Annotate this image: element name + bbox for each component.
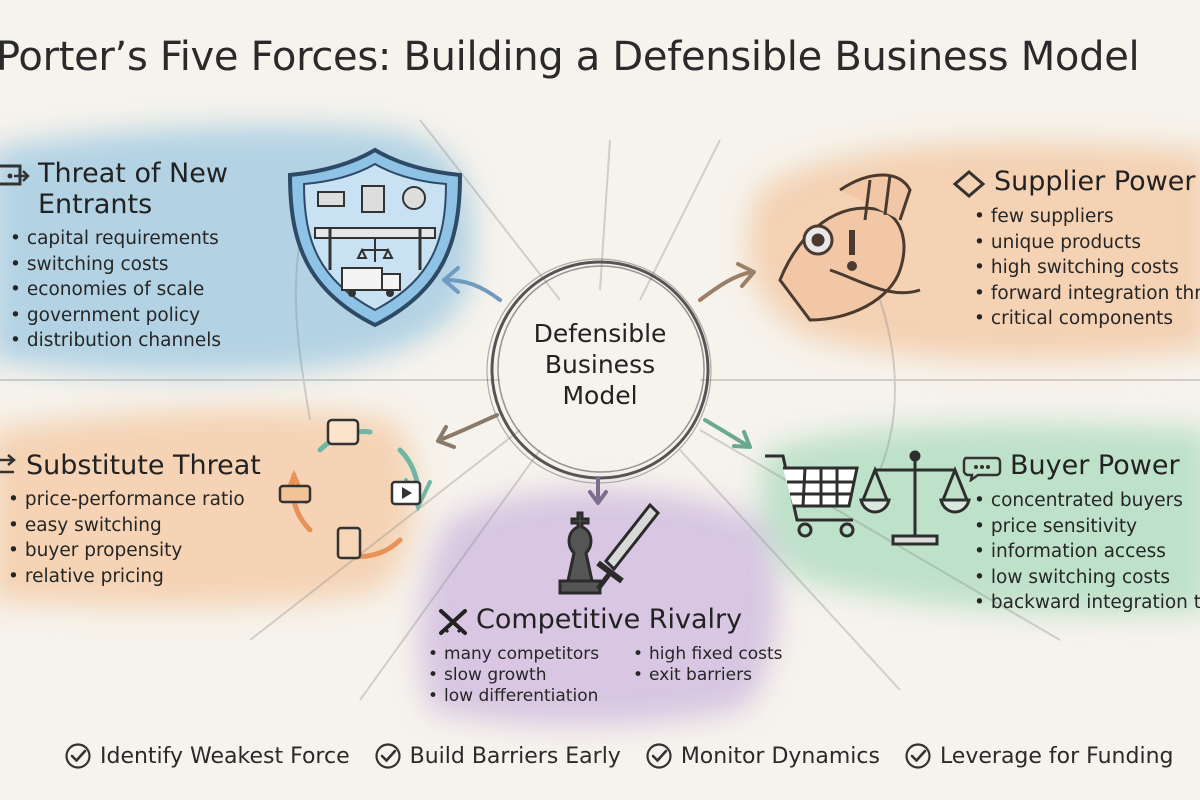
bullet-list: many competitors high fixed costs slow g…	[428, 644, 793, 707]
panel-new-entrants: Threat of New Entrants capital requireme…	[0, 158, 228, 354]
takeaway-label: Identify Weakest Force	[100, 743, 350, 769]
list-item: forward integration thr	[974, 281, 1200, 307]
panel-title-new-entrants: Threat of New Entrants	[0, 158, 228, 220]
check-circle-icon	[646, 743, 672, 769]
panel-title-text: Buyer Power	[1010, 450, 1180, 481]
list-item: high fixed costs	[633, 644, 793, 665]
arrow-to-rivalry	[588, 476, 608, 505]
diamond-icon	[952, 170, 986, 198]
list-item: concentrated buyers	[974, 488, 1200, 514]
takeaway-item: Build Barriers Early	[374, 742, 621, 770]
list-item: many competitors	[428, 644, 633, 665]
takeaway-label: Monitor Dynamics	[680, 743, 880, 769]
panel-supplier: Supplier Power few suppliers unique prod…	[952, 166, 1200, 332]
arrow-to-new-entrants	[442, 266, 502, 302]
list-item: slow growth	[428, 665, 633, 686]
list-item: capital requirements	[10, 226, 228, 252]
panel-title-line: Threat of New	[38, 158, 228, 189]
list-item: relative pricing	[8, 564, 261, 590]
list-item: buyer propensity	[8, 538, 261, 564]
panel-rivalry: Competitive Rivalry many competitors hig…	[438, 604, 793, 707]
check-circle-icon	[905, 743, 931, 769]
check-circle-icon	[375, 743, 401, 769]
list-item: low differentiation	[428, 686, 633, 707]
list-item: price-performance ratio	[8, 487, 261, 513]
list-item: high switching costs	[974, 255, 1200, 281]
shield-icon	[287, 147, 463, 328]
panel-buyer: Buyer Power concentrated buyers price se…	[962, 450, 1200, 616]
list-item: unique products	[974, 230, 1200, 256]
list-item: price sensitivity	[974, 514, 1200, 540]
bullet-list: few suppliers unique products high switc…	[974, 204, 1200, 332]
list-item: exit barriers	[633, 665, 793, 686]
takeaway-item: Identify Weakest Force	[64, 742, 350, 770]
panel-title-line: Entrants	[38, 189, 153, 220]
list-item: easy switching	[8, 513, 261, 539]
handshake-icon	[778, 173, 921, 322]
center-label-line: Business	[544, 350, 656, 379]
panel-title-text: Competitive Rivalry	[476, 604, 743, 635]
bullet-list: price-performance ratio easy switching b…	[8, 487, 261, 589]
center-label: Defensible Business Model	[515, 318, 685, 411]
arrow-to-supplier	[698, 262, 756, 302]
panel-title-text: Substitute Threat	[26, 450, 261, 481]
radial-lines	[0, 119, 1200, 701]
speech-bubble-icon	[962, 456, 1002, 482]
panel-title-supplier: Supplier Power	[952, 166, 1200, 198]
list-item: switching costs	[10, 252, 228, 278]
list-item: few suppliers	[974, 204, 1200, 230]
center-label-line: Model	[562, 381, 638, 410]
panel-substitute: Substitute Threat price-performance rati…	[0, 450, 261, 589]
list-item: low switching costs	[974, 565, 1200, 591]
list-item: distribution channels	[10, 328, 228, 354]
force-arrows	[436, 262, 756, 505]
bullet-list: capital requirements switching costs eco…	[10, 226, 228, 354]
takeaway-item: Leverage for Funding	[904, 742, 1174, 770]
takeaway-item: Monitor Dynamics	[645, 742, 880, 770]
check-circle-icon	[65, 743, 91, 769]
crossed-swords-icon	[439, 609, 467, 635]
cycle-icon	[278, 418, 432, 560]
takeaway-label: Build Barriers Early	[409, 743, 621, 769]
panel-title-rivalry: Competitive Rivalry	[438, 604, 793, 636]
center-label-line: Defensible	[533, 319, 667, 348]
cart-scale-icon	[765, 450, 971, 546]
takeaway-label: Leverage for Funding	[939, 743, 1174, 769]
list-item: information access	[974, 539, 1200, 565]
takeaways-bar: Identify Weakest Force Build Barriers Ea…	[64, 738, 1173, 774]
list-item: backward integration th	[974, 590, 1200, 616]
list-item: economies of scale	[10, 277, 228, 303]
switch-arrow-icon	[0, 454, 16, 474]
panel-title-text: Supplier Power	[994, 166, 1196, 197]
entry-door-icon	[0, 164, 30, 186]
chess-sword-icon	[558, 502, 661, 595]
bullet-list: concentrated buyers price sensitivity in…	[974, 488, 1200, 616]
page-title: Porter’s Five Forces: Building a Defensi…	[0, 34, 1140, 80]
arrow-to-buyer	[703, 418, 752, 449]
arrow-to-substitute	[436, 413, 499, 449]
list-item: government policy	[10, 303, 228, 329]
panel-title-buyer: Buyer Power	[962, 450, 1200, 482]
panel-title-substitute: Substitute Threat	[0, 450, 261, 481]
list-item: critical components	[974, 306, 1200, 332]
